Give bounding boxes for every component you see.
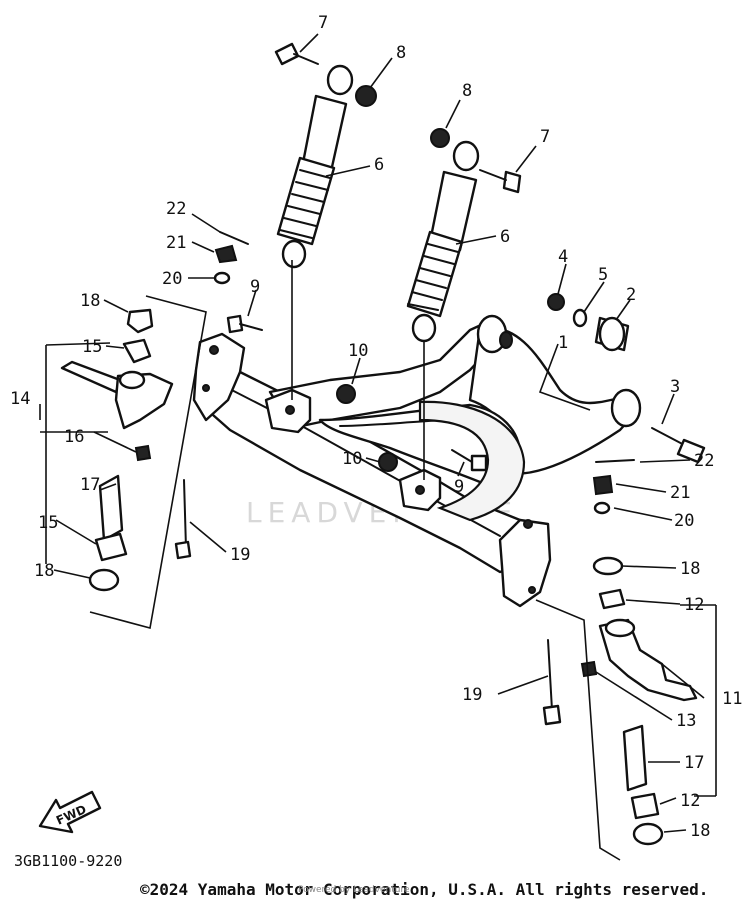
copyright-text: ©2024 Yamaha Motor Corporation, U.S.A. A… xyxy=(140,880,709,899)
bolt-19-left xyxy=(174,479,192,560)
callout-18-lower-left: 18 xyxy=(34,561,54,581)
bushing-15-upper-left xyxy=(122,338,152,364)
seal-18-upper-right xyxy=(592,556,624,576)
nut-4 xyxy=(547,293,565,311)
bushing-18-upper-left xyxy=(126,308,154,334)
nut-10-upper xyxy=(336,384,356,404)
callout-labels: 7 8 8 7 6 6 22 21 20 18 15 14 16 17 15 1… xyxy=(10,13,742,841)
bolt-7-right xyxy=(479,169,522,194)
callout-16: 16 xyxy=(64,427,84,447)
nut-10-lower xyxy=(378,452,398,472)
bolt-19-right xyxy=(542,639,562,726)
bolt-7-left xyxy=(274,42,319,66)
callout-3: 3 xyxy=(670,377,680,397)
callout-12-lower-right: 12 xyxy=(680,791,700,811)
callout-6-left: 6 xyxy=(374,155,384,175)
callout-4: 4 xyxy=(558,247,568,267)
rear-arm-frame xyxy=(192,314,642,608)
bolt-9-right xyxy=(451,449,488,472)
cotter-pin-22-right xyxy=(595,459,635,463)
bushing-2 xyxy=(594,316,630,352)
callout-22-left: 22 xyxy=(166,199,186,219)
group-outline-left xyxy=(89,295,207,629)
callout-9-left: 9 xyxy=(250,277,260,297)
callout-10-lower: 10 xyxy=(342,449,362,469)
bolt-3 xyxy=(651,427,706,464)
shock-absorber-right xyxy=(406,140,480,343)
callout-22-right: 22 xyxy=(694,451,714,471)
callout-20-right: 20 xyxy=(674,511,694,531)
callout-17-left: 17 xyxy=(80,475,100,495)
group-bracket-left xyxy=(39,342,111,564)
callout-20-left: 20 xyxy=(162,269,182,289)
group-bracket-right xyxy=(680,604,717,797)
diagram-code: 3GB1100-9220 xyxy=(14,852,122,870)
bushing-12-upper-right xyxy=(598,588,626,610)
callout-12-upper-right: 12 xyxy=(684,595,704,615)
leader-lines xyxy=(53,33,705,833)
castle-nut-21-left xyxy=(214,244,238,264)
fwd-arrow: FWD xyxy=(38,790,102,834)
group-outline-right xyxy=(535,599,621,861)
callout-19-left: 19 xyxy=(230,545,250,565)
shock-alignment-lines xyxy=(291,260,425,480)
callout-18-lower-right: 18 xyxy=(690,821,710,841)
callout-8-left: 8 xyxy=(396,43,406,63)
callout-8-right: 8 xyxy=(462,81,472,101)
callout-18-upper-left: 18 xyxy=(80,291,100,311)
callout-15-upper-left: 15 xyxy=(82,337,102,357)
callout-7-right: 7 xyxy=(540,127,550,147)
shock-absorber-left xyxy=(276,64,354,269)
callout-13: 13 xyxy=(676,711,696,731)
bushing-12-lower-right xyxy=(630,792,660,820)
cotter-pin-22-left xyxy=(219,231,249,245)
powered-by-text: Powered by Leadventure xyxy=(298,885,410,895)
seal-18-lower-left xyxy=(88,568,120,592)
knuckle-11 xyxy=(598,618,698,702)
bushing-15-lower-left xyxy=(94,532,128,562)
collar-17-right xyxy=(622,724,648,792)
grease-nipple-16 xyxy=(134,444,152,462)
washer-20-left xyxy=(213,271,231,285)
nut-8-right xyxy=(430,128,450,148)
bolt-9-left xyxy=(226,314,263,334)
knuckle-14 xyxy=(60,360,174,430)
callout-9-right: 9 xyxy=(454,477,464,497)
grease-nipple-13 xyxy=(580,660,598,678)
nut-8-left xyxy=(355,85,377,107)
washer-5 xyxy=(572,308,588,328)
callout-10-upper: 10 xyxy=(348,341,368,361)
callout-7-left: 7 xyxy=(318,13,328,33)
callout-21-right: 21 xyxy=(670,483,690,503)
callout-15-lower-left: 15 xyxy=(38,513,58,533)
washer-20-right xyxy=(593,501,611,515)
callout-18-upper-right: 18 xyxy=(680,559,700,579)
seal-18-lower-right xyxy=(632,822,664,846)
callout-5: 5 xyxy=(598,265,608,285)
callout-17-right: 17 xyxy=(684,753,704,773)
callout-11: 11 xyxy=(722,689,742,709)
callout-21-left: 21 xyxy=(166,233,186,253)
callout-14: 14 xyxy=(10,389,30,409)
castle-nut-21-right xyxy=(592,474,614,496)
callout-19-right: 19 xyxy=(462,685,482,705)
callout-1: 1 xyxy=(558,333,568,353)
callout-6-right: 6 xyxy=(500,227,510,247)
collar-17-left xyxy=(98,474,124,542)
callout-2: 2 xyxy=(626,285,636,305)
